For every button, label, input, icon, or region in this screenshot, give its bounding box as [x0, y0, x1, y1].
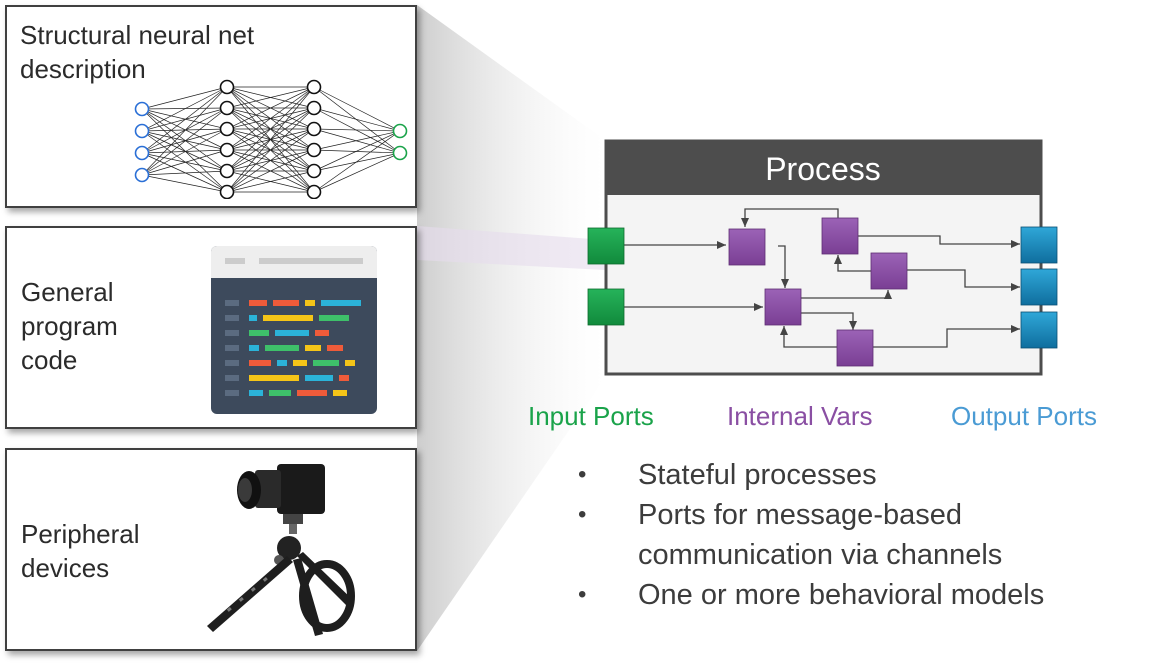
code-token: [225, 330, 239, 336]
code-token: [249, 300, 267, 306]
neuron-node: [219, 79, 235, 95]
peripheral-devices-label: Peripheral devices: [21, 519, 140, 583]
code-token: [265, 345, 299, 351]
code-token: [297, 390, 327, 396]
process-title: Process: [765, 151, 881, 187]
internal-var-2: [821, 217, 859, 255]
neuron-node: [219, 100, 235, 116]
neural-net-edges: [141, 86, 401, 193]
neuron-node: [306, 100, 322, 116]
code-token: [249, 330, 269, 336]
neuron-node: [219, 142, 235, 158]
code-token: [305, 375, 333, 381]
neuron-node: [306, 184, 322, 199]
code-token: [305, 345, 321, 351]
bullet-item: Stateful processes: [578, 455, 1044, 495]
funnel-tint: [417, 226, 605, 270]
legend-output-ports: Output Ports: [951, 401, 1097, 431]
neuron-node: [219, 163, 235, 179]
output-port-1: [1020, 226, 1058, 264]
code-token: [225, 345, 239, 351]
code-token: [225, 315, 239, 321]
code-token: [269, 390, 291, 396]
code-token: [249, 315, 257, 321]
code-token: [321, 300, 361, 306]
neuron-node: [134, 145, 150, 161]
code-token: [249, 390, 263, 396]
code-token: [225, 390, 239, 396]
neuron-node: [392, 145, 408, 161]
neuron-node: [306, 121, 322, 137]
code-editor-icon: [211, 246, 377, 414]
code-token: [305, 300, 315, 306]
code-token: [273, 300, 299, 306]
legend-input-ports: Input Ports: [528, 401, 654, 431]
edge-v5-v3: [780, 326, 838, 348]
neuron-node: [134, 101, 150, 117]
camera-tripod-icon: [207, 464, 355, 636]
neuron-node: [219, 184, 235, 199]
output-port-3: [1020, 311, 1058, 349]
neuron-node: [219, 121, 235, 137]
neuron-node: [306, 163, 322, 179]
edge-v2-v1: [741, 208, 839, 227]
program-code-card: General program code: [5, 226, 417, 429]
neuron-node: [306, 142, 322, 158]
peripheral-devices-card: Peripheral devices: [5, 448, 417, 651]
code-token: [333, 390, 347, 396]
input-port-1: [587, 227, 625, 265]
code-token: [313, 360, 339, 366]
bullet-item: Ports for message-based communication vi…: [578, 495, 1044, 575]
neuron-node: [134, 123, 150, 139]
neuron-node: [306, 79, 322, 95]
bullet-item: One or more behavioral models: [578, 575, 1044, 615]
code-token: [225, 375, 239, 381]
code-token: [263, 315, 313, 321]
feature-bullet-list: Stateful processes Ports for message-bas…: [578, 455, 1044, 615]
output-port-2: [1020, 268, 1058, 306]
process-header: [606, 141, 1041, 195]
code-token: [345, 360, 355, 366]
code-token: [249, 360, 271, 366]
edge-v1-v3: [778, 245, 789, 288]
internal-var-1: [728, 228, 766, 266]
input-port-2: [587, 288, 625, 326]
neural-net-card: Structural neural net description: [5, 5, 417, 208]
edge-v3-v5: [801, 312, 857, 330]
internal-var-4: [870, 252, 908, 290]
code-token: [225, 300, 239, 306]
neuron-node: [134, 167, 150, 183]
edge-v3-v4: [801, 290, 892, 299]
edge-v2-out1: [858, 235, 1020, 248]
neuron-node: [392, 123, 408, 139]
edge-v5-out3: [873, 325, 1020, 348]
code-token: [277, 360, 287, 366]
code-token: [275, 330, 309, 336]
program-code-label: General program code: [21, 277, 118, 375]
edge-v4-v2: [834, 255, 873, 272]
neural-net-label: Structural neural net description: [20, 20, 255, 84]
internal-var-5: [836, 329, 874, 367]
funnel-polygon: [417, 5, 605, 651]
code-token: [327, 345, 343, 351]
internal-var-3: [764, 288, 802, 326]
code-token: [315, 330, 329, 336]
code-token: [249, 345, 259, 351]
edge-v4-out2: [907, 269, 1020, 291]
code-token: [293, 360, 307, 366]
code-token: [319, 315, 349, 321]
neural-net-diagram: [134, 79, 408, 199]
code-token: [225, 360, 239, 366]
legend-internal-vars: Internal Vars: [727, 401, 873, 431]
code-token: [249, 375, 299, 381]
code-token: [339, 375, 349, 381]
